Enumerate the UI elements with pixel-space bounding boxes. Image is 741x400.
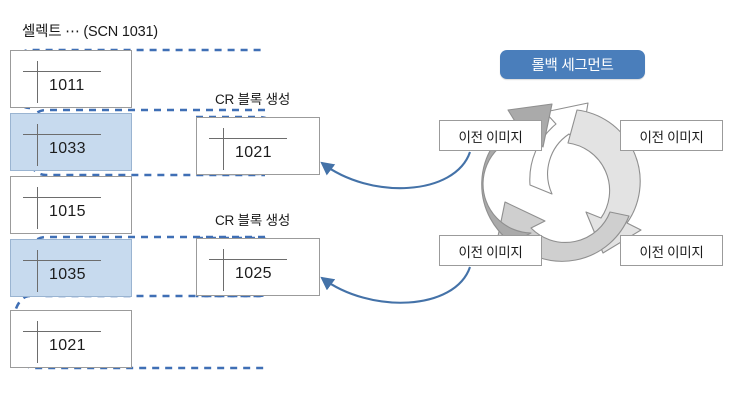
block-row-1033[interactable]: 1033 xyxy=(10,113,132,171)
previous-image-box-top-right[interactable]: 이전 이미지 xyxy=(620,120,723,151)
previous-image-box-bottom-right[interactable]: 이전 이미지 xyxy=(620,235,723,266)
cr-block-1021[interactable]: 1021 xyxy=(196,117,320,175)
block-row-1015[interactable]: 1015 xyxy=(10,176,132,234)
block-row-value: 1021 xyxy=(49,337,86,354)
block-row-value: 1015 xyxy=(49,203,86,220)
table-glyph-icon xyxy=(209,259,287,260)
table-glyph-icon xyxy=(23,71,101,72)
select-title: 셀렉트 ⋯ (SCN 1031) xyxy=(22,24,158,40)
block-row-1021[interactable]: 1021 xyxy=(10,310,132,368)
connector-arrow-lower xyxy=(320,266,471,304)
block-row-value: 1011 xyxy=(49,77,85,94)
cr-block-value: 1025 xyxy=(235,265,272,282)
table-glyph-icon xyxy=(209,138,287,139)
block-row-value: 1033 xyxy=(49,140,86,157)
block-row-1035[interactable]: 1035 xyxy=(10,239,132,297)
rollback-segment-badge[interactable]: 롤백 세그먼트 xyxy=(500,50,645,79)
previous-image-box-bottom-left[interactable]: 이전 이미지 xyxy=(439,235,542,266)
table-glyph-icon xyxy=(37,321,38,363)
table-glyph-icon xyxy=(223,249,224,291)
table-glyph-icon xyxy=(23,134,101,135)
table-glyph-icon xyxy=(37,187,38,229)
cr-block-value: 1021 xyxy=(235,144,272,161)
cr-block-label-2: CR 블록 생성 xyxy=(215,213,291,228)
table-glyph-icon xyxy=(37,61,38,103)
block-row-value: 1035 xyxy=(49,266,86,283)
table-glyph-icon xyxy=(23,331,101,332)
previous-image-box-top-left[interactable]: 이전 이미지 xyxy=(439,120,542,151)
cr-block-1025[interactable]: 1025 xyxy=(196,238,320,296)
table-glyph-icon xyxy=(37,250,38,292)
connector-arrow-upper xyxy=(320,151,471,190)
table-glyph-icon xyxy=(37,124,38,166)
table-glyph-icon xyxy=(23,197,101,198)
table-glyph-icon xyxy=(223,128,224,170)
table-glyph-icon xyxy=(23,260,101,261)
cr-block-label-1: CR 블록 생성 xyxy=(215,92,291,107)
block-row-1011[interactable]: 1011 xyxy=(10,50,132,108)
